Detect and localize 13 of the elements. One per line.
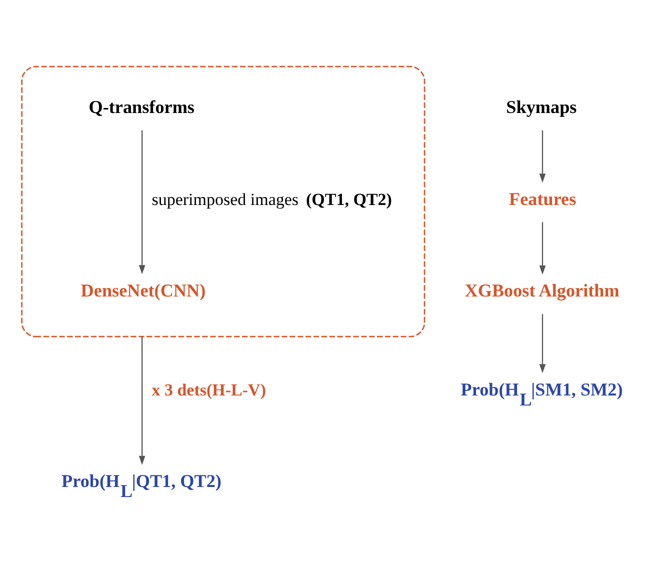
arrow xyxy=(539,130,546,183)
arrow xyxy=(539,222,546,275)
edge-label: superimposed images (QT1, QT2) xyxy=(152,190,392,209)
cluster xyxy=(21,66,426,338)
node-text: Features xyxy=(509,188,576,209)
node-text: Q-transforms xyxy=(88,96,194,117)
node-text: XGBoost Algorithm xyxy=(464,280,620,301)
node-text: Skymaps xyxy=(506,96,577,117)
edge-label: x 3 dets(H-L-V) xyxy=(152,380,266,400)
arrow xyxy=(539,314,546,374)
arrow xyxy=(138,130,146,274)
node-text: DenseNet(CNN) xyxy=(80,280,206,301)
arrow xyxy=(138,336,146,465)
